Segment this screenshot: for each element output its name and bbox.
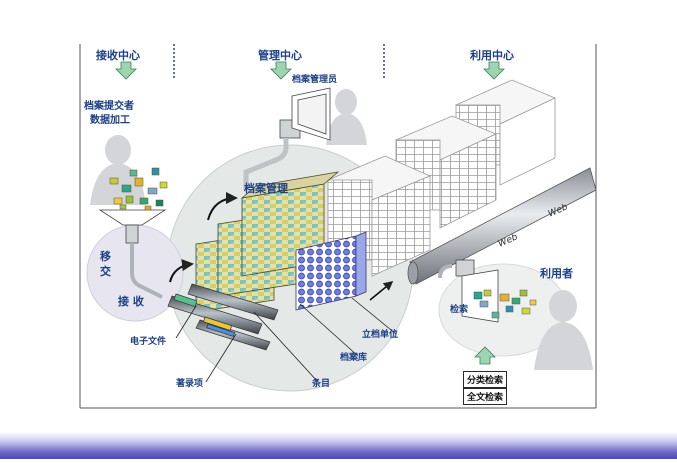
e-file-label: 电子文件	[130, 337, 167, 347]
archive-management-label: 档案管理	[244, 182, 288, 195]
down-arrow-icon	[115, 61, 505, 80]
funnel-icon	[98, 209, 167, 299]
user-label: 利用者	[540, 267, 573, 280]
bottom-gradient-bar	[0, 432, 677, 459]
archive-admin-label: 档案管理员	[292, 75, 338, 85]
data-blocks-icon	[109, 167, 168, 211]
section-manage-center: 管理中心	[258, 49, 302, 62]
web-pipe	[407, 167, 597, 285]
transfer-label-2: 交	[100, 265, 111, 278]
monitor-icon	[243, 87, 331, 190]
filing-unit-rack	[295, 231, 367, 311]
filing-unit-label: 立档单位	[362, 330, 399, 340]
search-monitor-icon	[438, 259, 537, 323]
fulltext-search-box: 全文检索	[463, 388, 508, 405]
file-tube	[167, 283, 279, 351]
archive-repository-label: 档案库	[340, 353, 368, 363]
submitter-label: 档案提交者	[84, 101, 134, 112]
data-processing-label: 数据加工	[90, 115, 130, 126]
storage-rack-icon	[327, 79, 556, 277]
category-search-box: 分类检索	[463, 371, 508, 388]
up-arrow-icon	[474, 346, 496, 365]
catalog-item-label: 著录项	[176, 379, 204, 389]
section-use-center: 利用中心	[470, 49, 514, 62]
entry-label: 条目	[312, 379, 331, 389]
receive-label: 接 收	[118, 295, 144, 308]
section-receive-center: 接收中心	[96, 49, 140, 62]
search-label: 检索	[450, 305, 469, 315]
transfer-label-1: 移	[100, 250, 111, 263]
